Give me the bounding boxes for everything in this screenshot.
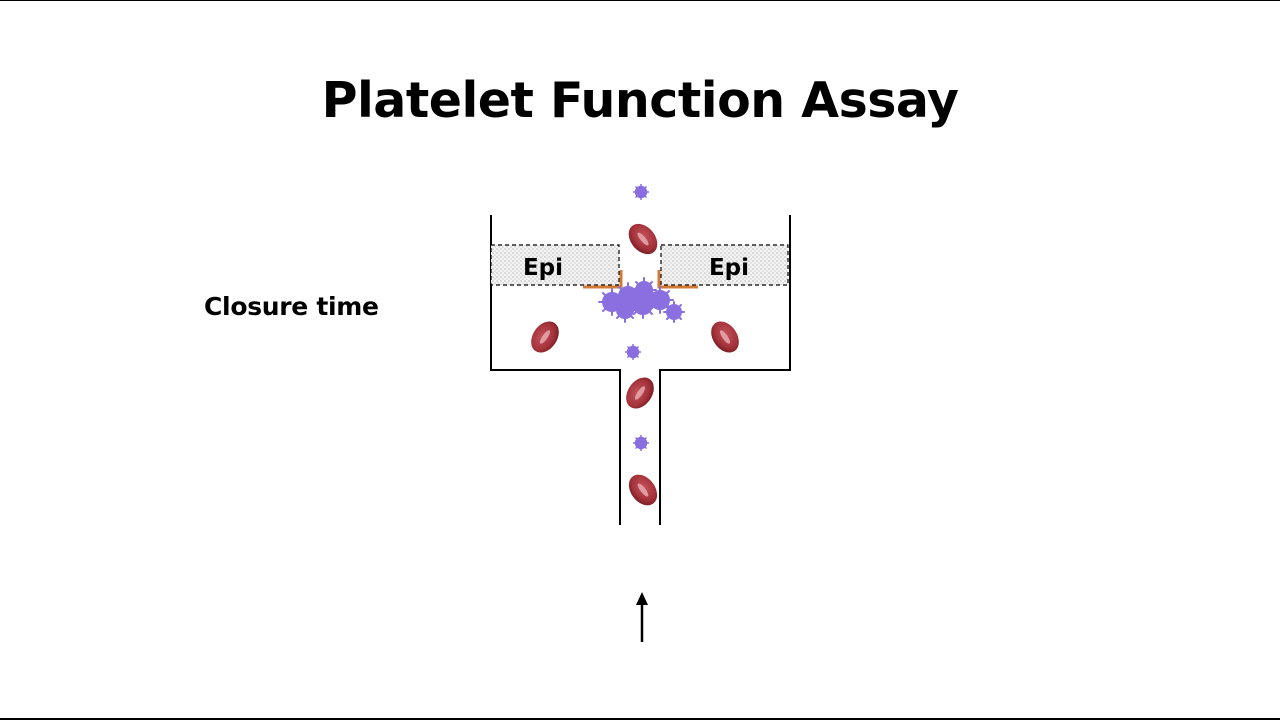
membrane-label-left: Epi xyxy=(523,255,563,281)
closure-time-label: Closure time xyxy=(204,292,379,321)
red-blood-cell xyxy=(531,321,559,353)
aperture-edge-left xyxy=(583,270,623,289)
red-blood-cell xyxy=(711,321,739,353)
membrane-left xyxy=(490,244,620,286)
slide-bottom-border xyxy=(0,718,1280,720)
platelet xyxy=(633,184,649,200)
reservoir-wall xyxy=(490,215,791,525)
membrane-label-right: Epi xyxy=(709,255,749,281)
red-blood-cell xyxy=(628,223,658,255)
platelet xyxy=(625,344,641,360)
membrane-right xyxy=(660,244,789,286)
slide-title: Platelet Function Assay xyxy=(321,72,959,129)
red-blood-cell xyxy=(628,474,658,506)
platelet xyxy=(633,435,649,451)
red-blood-cell xyxy=(626,377,654,409)
slide-top-border xyxy=(0,0,1280,1)
platelet-plug xyxy=(598,277,685,323)
up-arrow-icon xyxy=(636,592,648,642)
